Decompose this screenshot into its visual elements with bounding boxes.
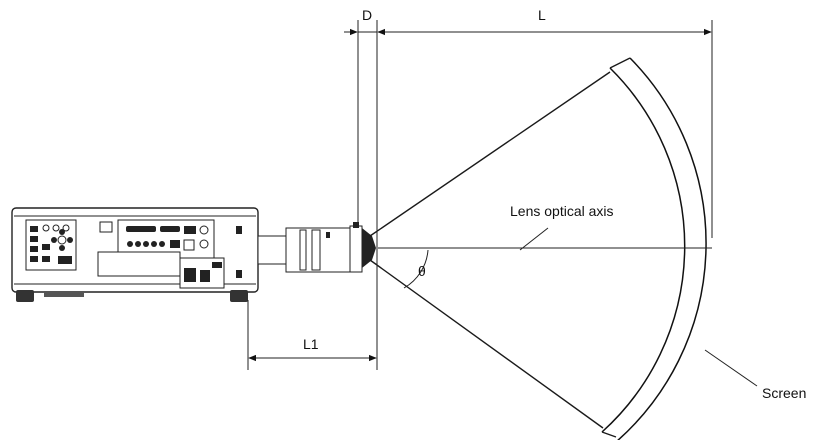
dimension-d: D [344,7,377,36]
screen-leader-line [704,349,758,387]
dimension-l1: L1 [248,336,377,362]
screen-label: Screen [762,385,806,401]
lens-barrel [257,222,376,273]
projection-cone [369,71,611,429]
projector-foot-right [230,290,248,302]
lens-front-element [362,228,376,268]
screen [601,57,707,440]
theta-label: θ [418,263,426,279]
optical-axis-label: Lens optical axis [510,203,614,219]
dimension-d-label: D [362,7,372,23]
control-panel [25,219,77,271]
beam-upper-edge [369,71,611,237]
screen-outer-arc [617,57,707,440]
screen-inner-arc [601,67,686,433]
axis-leader-line [519,227,549,251]
dimension-l-label: L [538,7,546,23]
theta-arc [403,249,429,289]
beam-lower-edge [369,259,604,429]
dimension-l: L [377,7,712,36]
projector-foot-left [16,290,34,302]
dimension-l1-label: L1 [303,336,319,352]
projector [11,207,259,302]
